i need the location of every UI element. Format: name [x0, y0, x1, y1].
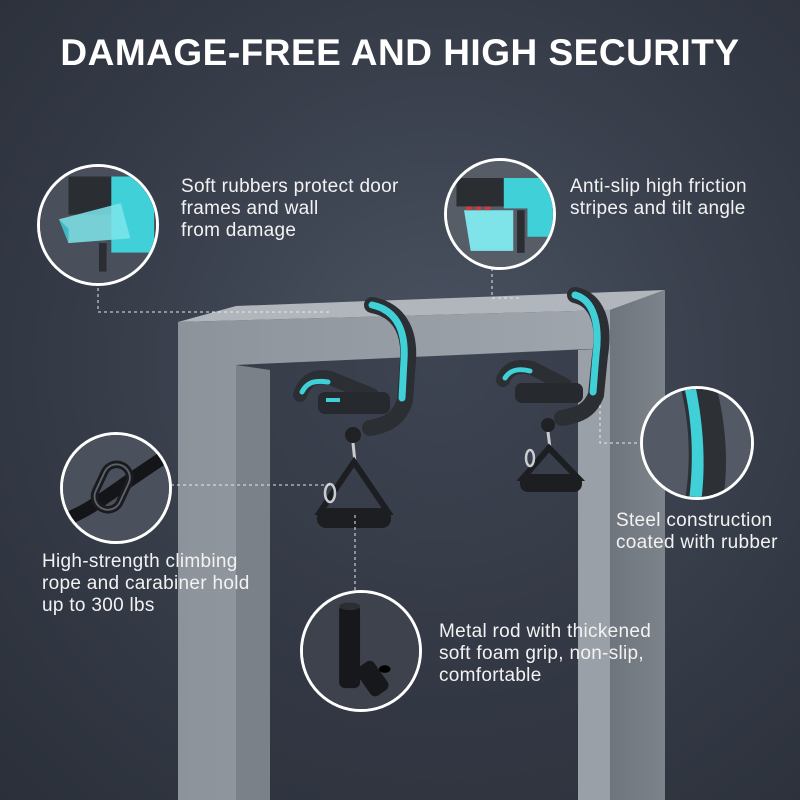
frame-inner-left	[236, 365, 270, 800]
climbing-rope-caption: High-strength climbing rope and carabine…	[42, 551, 250, 616]
frame-right-post	[578, 348, 610, 800]
anti-slip-caption: Anti-slip high friction stripes and tilt…	[570, 176, 747, 219]
anti-slip-detail-circle	[444, 158, 556, 270]
soft-rubber-caption: Soft rubbers protect door frames and wal…	[181, 176, 399, 241]
foam-grip-detail-circle	[300, 590, 422, 712]
rubber-pad-icon	[40, 167, 156, 283]
friction-stripes-icon	[447, 161, 553, 267]
metal-rod-caption: Metal rod with thickened soft foam grip,…	[439, 621, 652, 686]
left-door-anchor	[293, 297, 417, 528]
door-opening	[236, 350, 578, 800]
carabiner-detail-circle	[60, 432, 172, 544]
steel-bar-icon	[643, 389, 751, 497]
right-door-anchor	[496, 287, 610, 492]
steel-detail-circle	[640, 386, 754, 500]
headline: DAMAGE-FREE AND HIGH SECURITY	[60, 32, 740, 73]
steel-caption: Steel construction coated with rubber	[616, 510, 778, 553]
carabiner-icon	[63, 435, 169, 541]
frame-top-surface	[178, 290, 665, 322]
foam-grip-icon	[303, 593, 419, 709]
soft-rubber-detail-circle	[37, 164, 159, 286]
frame-front	[178, 310, 610, 800]
